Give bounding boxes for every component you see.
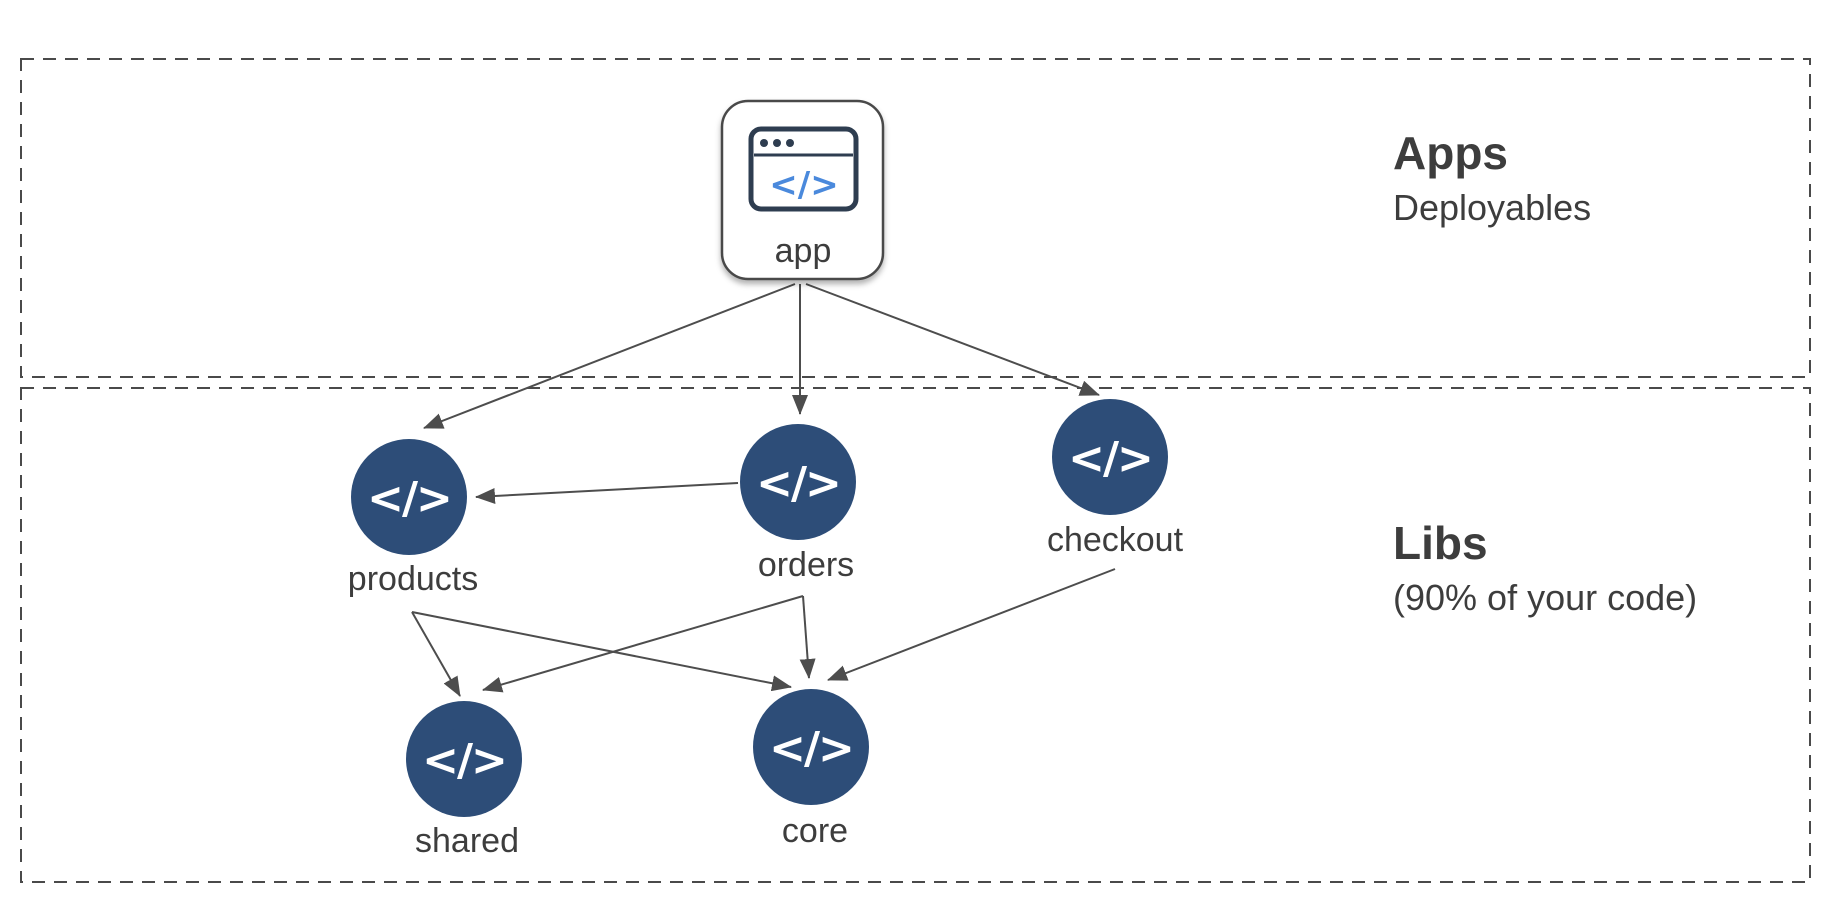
edge-orders-to-shared [482,595,804,693]
code-icon: </> [1068,433,1152,484]
libs-section-subtitle: (90% of your code) [1393,577,1698,618]
edge-orders-to-products [475,482,739,504]
edge-products-to-core [411,611,792,692]
edge-checkout-to-core [827,568,1116,681]
code-icon: </> [769,723,853,774]
node-orders: </> orders [740,424,856,584]
edge-products-to-shared [411,611,461,697]
apps-section-title: Apps [1393,127,1508,179]
code-icon: </> [422,735,506,786]
node-checkout: </> checkout [1047,399,1184,559]
browser-code-icon: </> [748,126,859,212]
node-label-products: products [348,560,478,598]
code-icon: </> [367,473,451,524]
apps-section-subtitle: Deployables [1393,187,1592,228]
app-node-label: app [775,232,832,270]
code-icon: </> [756,458,840,509]
edge-orders-to-core [799,595,816,679]
apps-section-box [20,58,1811,378]
node-shared: </> shared [406,701,522,860]
app-node: </> app [720,99,885,281]
node-label-checkout: checkout [1047,521,1184,559]
libs-section-box [20,387,1811,883]
node-core: </> core [753,689,869,850]
edge-app-to-products [423,283,796,429]
browser-code-glyph: </> [769,165,838,205]
node-label-core: core [782,812,848,850]
libs-section-title: Libs [1393,517,1488,569]
node-label-orders: orders [758,546,854,584]
edge-app-to-checkout [805,283,1100,396]
node-label-shared: shared [415,822,519,860]
node-products: </> products [348,439,478,598]
apps-section-label: Apps Deployables [1393,130,1591,226]
libs-section-label: Libs (90% of your code) [1393,520,1697,616]
